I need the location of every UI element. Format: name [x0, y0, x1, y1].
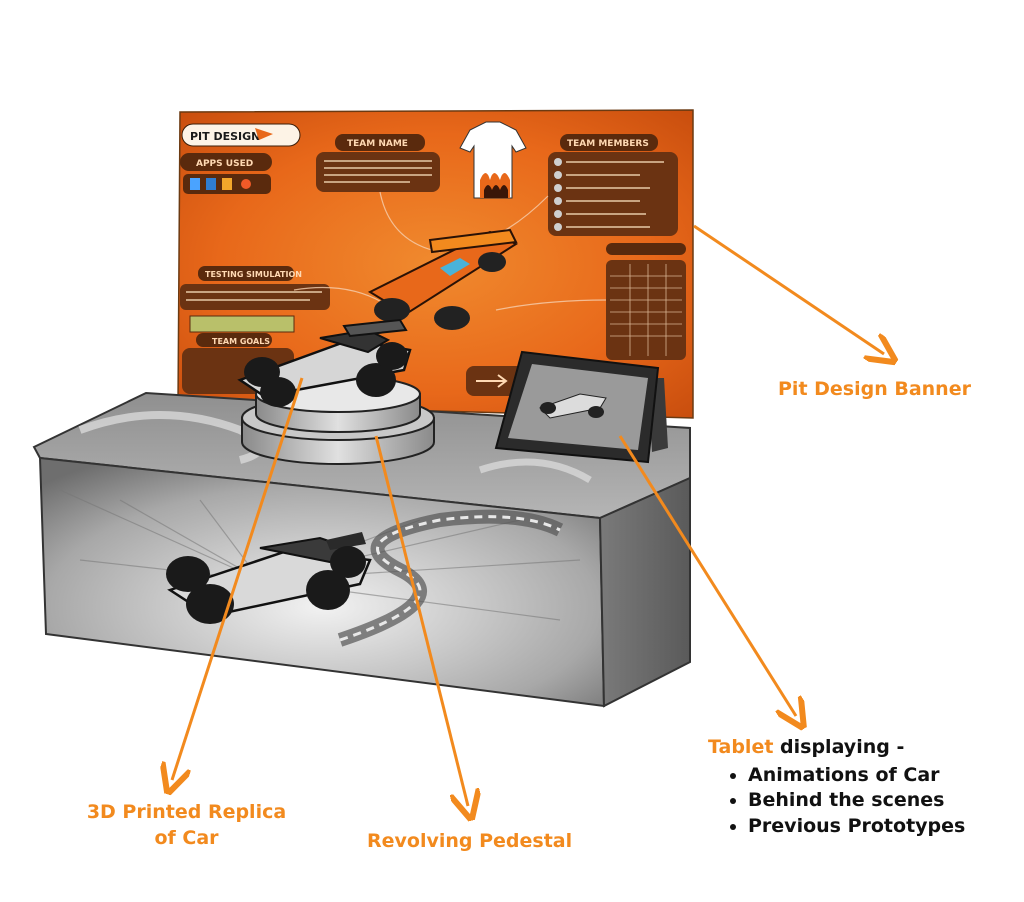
team-members-heading: TEAM MEMBERS [567, 139, 649, 149]
replica-label-line2: of Car [154, 826, 219, 849]
f1-car-icon [166, 532, 372, 624]
logo-text: PIT DESIGN [190, 130, 260, 143]
arrow-icon [618, 435, 796, 716]
pedestal-icon [241, 375, 435, 465]
app-icon [206, 178, 216, 190]
apps-used-heading: APPS USED [196, 159, 253, 169]
list-item: Animations of Car [748, 763, 1018, 789]
app-icon [190, 178, 200, 190]
app-icon [241, 179, 251, 189]
tablet-icon [494, 350, 668, 464]
tablet-heading-rest: displaying - [773, 736, 905, 758]
tablet-list: Animations of Car Behind the scenes Prev… [708, 763, 1018, 840]
tablet-callout: Tablet displaying - Animations of Car Be… [708, 735, 1018, 840]
banner-label: Pit Design Banner [778, 378, 971, 400]
app-icon [222, 178, 232, 190]
replica-label: 3D Printed Replica of Car [64, 800, 309, 851]
tablet-heading: Tablet displaying - [708, 735, 1018, 761]
f1-car-icon [367, 228, 519, 330]
pedestal-label: Revolving Pedestal [367, 830, 573, 852]
testing-simulation-heading: TESTING SIMULATION [205, 270, 302, 279]
schedule-grid [606, 243, 686, 360]
team-name-panel: TEAM NAME [316, 134, 440, 192]
pit-design-logo: PIT DESIGN [181, 123, 301, 147]
pit-design-banner: PIT DESIGN APPS USED TEAM NAME [177, 109, 694, 419]
arrow-icon [172, 377, 304, 780]
tablet-highlight: Tablet [708, 736, 774, 758]
apps-used-panel: APPS USED [180, 153, 272, 194]
f1-car-icon [237, 318, 412, 407]
arrow-icon [693, 224, 884, 354]
replica-label-line1: 3D Printed Replica [86, 801, 287, 823]
team-members-panel: TEAM MEMBERS [548, 134, 678, 236]
arrow-icon [374, 435, 468, 806]
team-name-heading: TEAM NAME [347, 139, 408, 149]
callout-arrows [172, 224, 884, 806]
team-jersey [459, 121, 527, 199]
list-item: Behind the scenes [748, 788, 1018, 814]
team-goals-heading: TEAM GOALS [212, 337, 270, 346]
testing-simulation-panel: TESTING SIMULATION [180, 266, 330, 333]
list-item: Previous Prototypes [748, 814, 1018, 840]
